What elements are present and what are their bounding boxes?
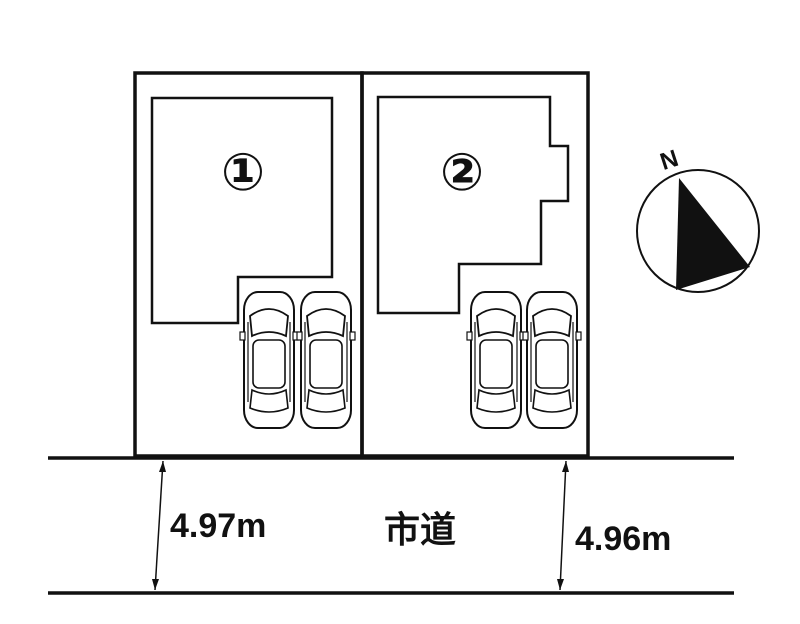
lot-1-label: ① <box>221 144 265 202</box>
road-label: 市道 <box>384 510 456 551</box>
lot-2-label: ② <box>440 144 484 202</box>
dimension-line-right <box>557 460 569 591</box>
house-1-footprint <box>150 96 334 325</box>
road-width-right: 4.96m <box>575 520 671 558</box>
dimension-line-left <box>152 460 166 591</box>
car-icon <box>466 291 526 429</box>
house-2-footprint <box>376 95 570 315</box>
car-icon <box>522 291 582 429</box>
north-compass-icon <box>636 169 760 293</box>
north-label: N <box>657 145 682 176</box>
car-icon <box>296 291 356 429</box>
car-icon <box>239 291 299 429</box>
lot-2-boundary <box>360 71 590 458</box>
road-width-left: 4.97m <box>170 507 266 545</box>
